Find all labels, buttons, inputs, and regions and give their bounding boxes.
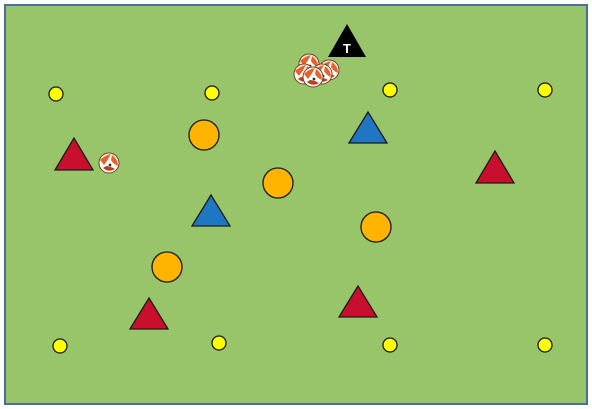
orange-disc-icon: [152, 252, 182, 282]
yellow-cone-icon: [383, 83, 397, 97]
trainer-label: T: [343, 41, 351, 56]
yellow-cone-icon: [538, 338, 552, 352]
ball-icon: [303, 67, 323, 87]
orange-disc-icon: [263, 168, 293, 198]
yellow-cone-icon: [49, 87, 63, 101]
yellow-cone-icon: [205, 86, 219, 100]
orange-disc-icon: [361, 212, 391, 242]
yellow-cone-icon: [383, 338, 397, 352]
orange-disc-icon: [189, 120, 219, 150]
pitch-field: [5, 5, 587, 404]
yellow-cone-icon: [538, 83, 552, 97]
yellow-cone-icon: [53, 339, 67, 353]
yellow-cone-icon: [212, 336, 226, 350]
loose-ball-icon: [99, 153, 119, 173]
